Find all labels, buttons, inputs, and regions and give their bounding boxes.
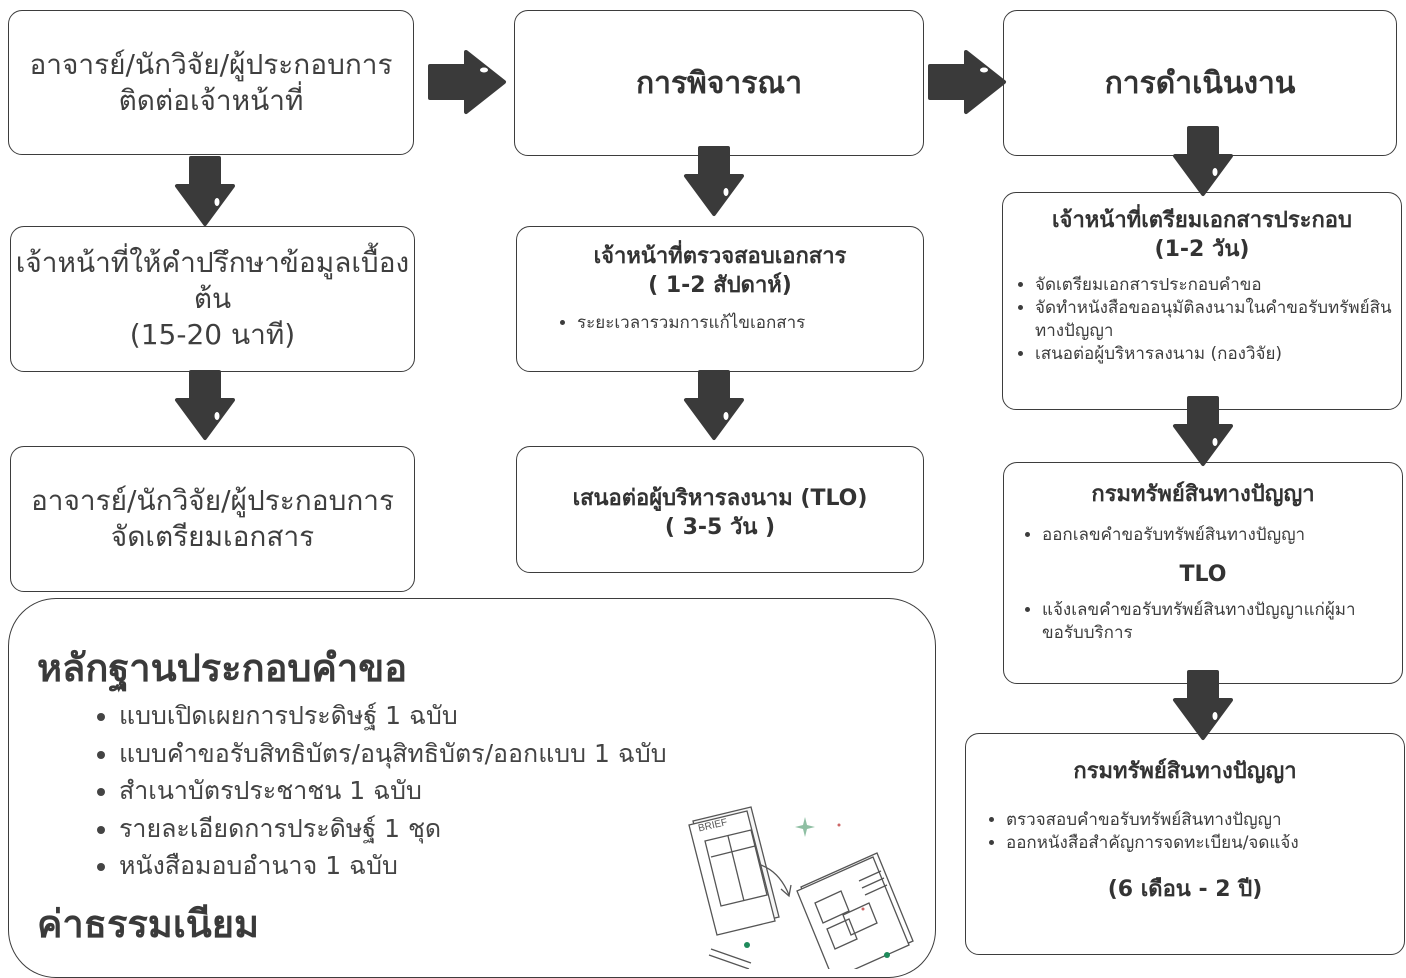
bullet-item: ออกเลขคำขอรับทรัพย์สินทางปัญญา [1042,524,1402,547]
step-prepare-documents: อาจารย์/นักวิจัย/ผู้ประกอบการ จัดเตรียมเ… [10,446,415,592]
step-tlo-signature: เสนอต่อผู้บริหารลงนาม (TLO) ( 3-5 วัน ) [516,446,924,573]
step-subtitle: TLO [1179,561,1227,587]
evidence-panel: หลักฐานประกอบคำขอ แบบเปิดเผยการประดิษฐ์ … [8,598,936,978]
step-text-line2: จัดเตรียมเอกสาร [110,520,315,553]
step-text-line1: อาจารย์/นักวิจัย/ผู้ประกอบการ [30,484,395,518]
step-text-line2: ติดต่อเจ้าหน้าที่ [118,83,304,117]
step-dip-registration: กรมทรัพย์สินทางปัญญา ตรวจสอบคำขอรับทรัพย… [965,733,1405,955]
bullet-item: ตรวจสอบคำขอรับทรัพย์สินทางปัญญา [1006,809,1404,832]
step-duration: (6 เดือน - 2 ปี) [1107,877,1263,903]
step-title: กรมทรัพย์สินทางปัญญา [1091,482,1315,507]
step-dip-application: กรมทรัพย์สินทางปัญญา ออกเลขคำขอรับทรัพย์… [1003,462,1403,684]
step-consultation: เจ้าหน้าที่ให้คำปรึกษาข้อมูลเบื้องต้น (1… [10,226,415,372]
step-text-line1: เจ้าหน้าที่ให้คำปรึกษาข้อมูลเบื้องต้น [15,246,410,316]
step-prepare-supporting: เจ้าหน้าที่เตรียมเอกสารประกอบ (1-2 วัน) … [1002,192,1402,410]
evidence-list: แบบเปิดเผยการประดิษฐ์ 1 ฉบับ แบบคำขอรับส… [79,697,667,885]
bullet-item: ออกหนังสือสำคัญการจดทะเบียน/จดแจ้ง [1006,832,1404,855]
step-bullets: จัดเตรียมเอกสารประกอบคำขอ จัดทำหนังสือขอ… [1003,274,1401,366]
phase-consideration: การพิจารณา [514,10,924,156]
step-title-line1: เจ้าหน้าที่เตรียมเอกสารประกอบ [1052,208,1352,233]
phase-title: การพิจารณา [635,65,803,101]
evidence-item: รายละเอียดการประดิษฐ์ 1 ชุด [119,810,667,848]
step-bullets: แจ้งเลขคำขอรับทรัพย์สินทางปัญญาแก่ผู้มาข… [1004,599,1402,645]
down-arrow-icon [175,156,235,226]
down-arrow-icon [684,370,744,440]
step-title-line2: ( 3-5 วัน ) [664,514,776,540]
documents-illustration: BRIEF [688,806,914,969]
evidence-item: สำเนาบัตรประชาชน 1 ฉบับ [119,772,667,810]
step-title: กรมทรัพย์สินทางปัญญา [1073,759,1297,784]
evidence-title: หลักฐานประกอบคำขอ [37,646,408,690]
step-title-line2: ( 1-2 สัปดาห์) [648,272,792,298]
bullet-item: เสนอต่อผู้บริหารลงนาม (กองวิจัย) [1035,343,1393,366]
bullet-item: แจ้งเลขคำขอรับทรัพย์สินทางปัญญาแก่ผู้มาข… [1042,599,1392,645]
step-title-line2: (1-2 วัน) [1154,236,1250,262]
step-contact-staff: อาจารย์/นักวิจัย/ผู้ประกอบการ ติดต่อเจ้า… [8,10,414,155]
step-bullets: ระยะเวลารวมการแก้ไขเอกสาร [517,312,923,335]
fee-title: ค่าธรรมเนียม [37,902,260,946]
phase-title: การดำเนินงาน [1104,65,1296,101]
step-text-line1: อาจารย์/นักวิจัย/ผู้ประกอบการ [29,47,393,81]
bullet-item: จัดทำหนังสือขออนุมัติลงนามในคำขอรับทรัพย… [1035,297,1393,343]
bullet-item: ระยะเวลารวมการแก้ไขเอกสาร [577,312,923,335]
down-arrow-icon [175,370,235,440]
evidence-item: แบบคำขอรับสิทธิบัตร/อนุสิทธิบัตร/ออกแบบ … [119,735,667,773]
evidence-item: แบบเปิดเผยการประดิษฐ์ 1 ฉบับ [119,697,667,735]
bullet-item: จัดเตรียมเอกสารประกอบคำขอ [1035,274,1393,297]
step-bullets: ตรวจสอบคำขอรับทรัพย์สินทางปัญญา ออกหนังส… [966,809,1404,855]
phase-operation: การดำเนินงาน [1003,10,1397,156]
step-title-line1: เสนอต่อผู้บริหารลงนาม (TLO) [572,486,868,511]
step-bullets: ออกเลขคำขอรับทรัพย์สินทางปัญญา [1004,524,1402,547]
right-arrow-icon [928,50,1006,114]
step-title-line1: เจ้าหน้าที่ตรวจสอบเอกสาร [593,244,847,269]
down-arrow-icon [684,146,744,216]
right-arrow-icon [428,50,506,114]
evidence-item: หนังสือมอบอำนาจ 1 ฉบับ [119,847,667,885]
step-text-line2: (15-20 นาที) [129,317,296,351]
step-document-check: เจ้าหน้าที่ตรวจสอบเอกสาร ( 1-2 สัปดาห์) … [516,226,924,372]
